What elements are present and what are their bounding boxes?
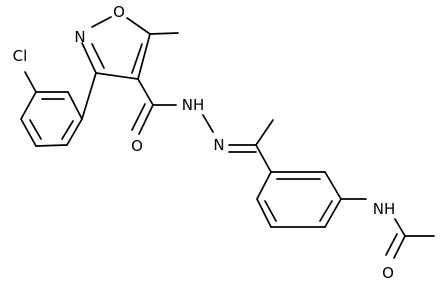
amide-oxygen-label: O bbox=[382, 264, 394, 282]
bond bbox=[255, 144, 272, 173]
bond bbox=[255, 119, 274, 146]
bond bbox=[66, 118, 83, 146]
bond bbox=[137, 78, 154, 106]
bond bbox=[91, 16, 112, 28]
bond bbox=[35, 144, 68, 147]
bond bbox=[29, 119, 42, 140]
isoxazole-nitrogen-label: N bbox=[74, 28, 85, 46]
bond bbox=[324, 171, 342, 200]
hydrazide-nh-label: NH bbox=[182, 96, 205, 114]
bond bbox=[256, 171, 272, 200]
carbonyl-oxygen-label: O bbox=[131, 137, 143, 155]
bond bbox=[202, 114, 214, 133]
bond bbox=[256, 198, 272, 228]
bond bbox=[95, 72, 139, 80]
bond bbox=[149, 32, 179, 35]
bond bbox=[138, 104, 154, 135]
bond bbox=[131, 43, 143, 74]
bond bbox=[91, 43, 105, 69]
bond bbox=[20, 118, 37, 147]
bond bbox=[126, 17, 151, 35]
chlorine-label: Cl bbox=[13, 47, 28, 65]
bond bbox=[393, 235, 406, 259]
bond bbox=[81, 42, 97, 74]
bond bbox=[20, 91, 37, 120]
bond bbox=[394, 218, 406, 237]
isoxazole-oxygen-label: O bbox=[113, 3, 125, 21]
bond bbox=[24, 71, 37, 93]
central-benzene-ring bbox=[256, 171, 342, 228]
isoxazole-ring bbox=[81, 16, 151, 80]
bond bbox=[137, 33, 151, 80]
hydrazone-nitrogen-label: N bbox=[213, 136, 224, 154]
bond bbox=[324, 198, 342, 228]
bond bbox=[81, 72, 97, 120]
chlorophenyl-ring bbox=[20, 91, 83, 147]
bond bbox=[67, 91, 83, 120]
bond bbox=[264, 200, 277, 222]
bond bbox=[61, 120, 74, 140]
bond bbox=[385, 233, 398, 256]
bond bbox=[131, 103, 146, 131]
bond bbox=[319, 200, 333, 222]
amide-nh-label: NH bbox=[373, 200, 396, 218]
